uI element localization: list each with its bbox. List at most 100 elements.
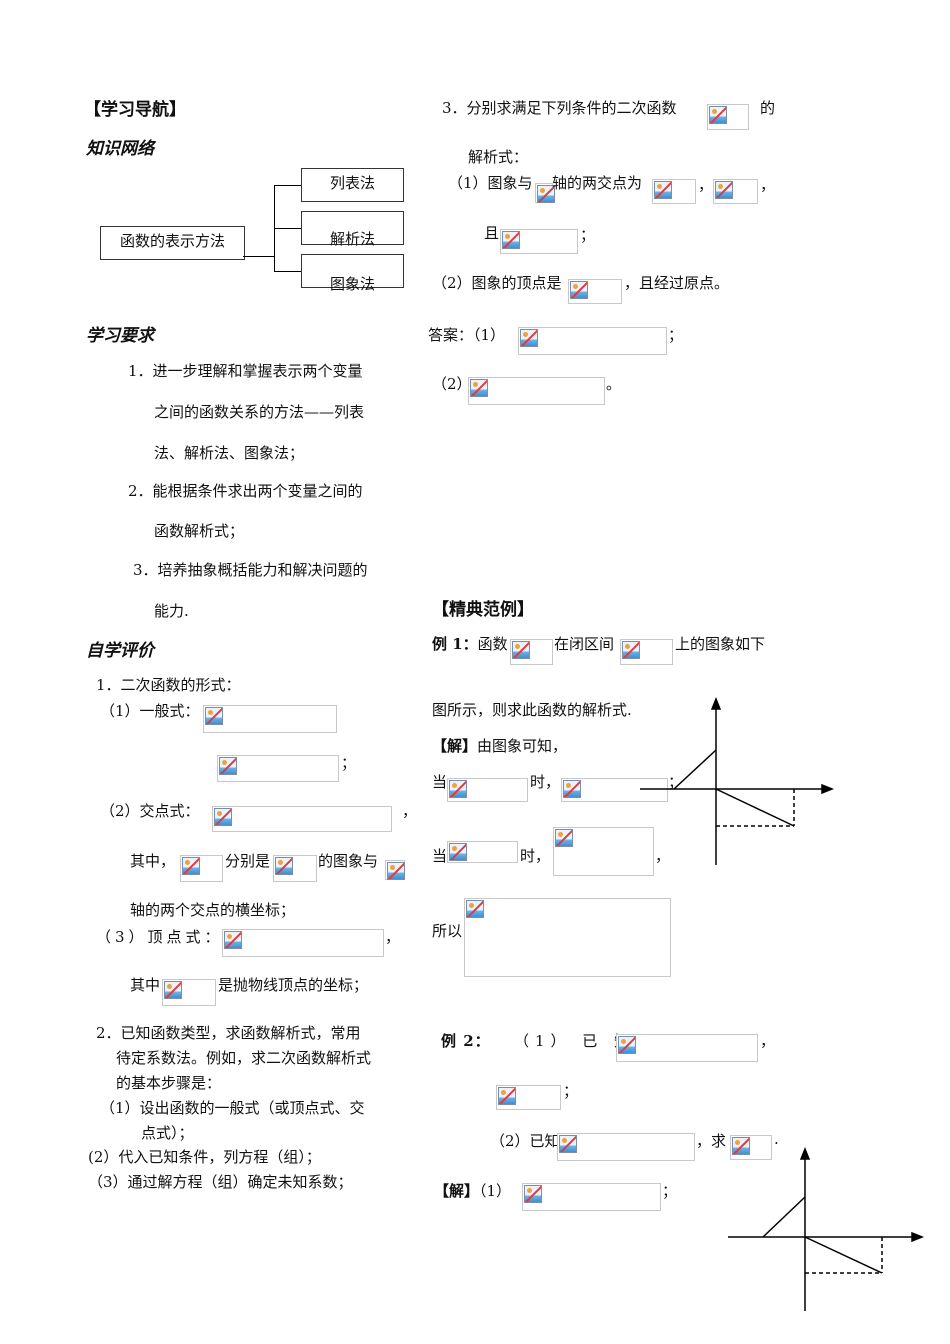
text-fragment: （1） 已 知 — [514, 1032, 636, 1050]
text-fragment: （1） — [479, 1182, 512, 1200]
punct: . — [774, 1130, 779, 1148]
text-fragment: 是抛物线顶点的坐标； — [218, 976, 369, 994]
text-fragment: ，且经过原点。 — [624, 274, 730, 292]
ex2-line: 例 2： — [441, 1030, 491, 1051]
punct: ； — [662, 1182, 678, 1200]
text-fragment: 的 — [760, 99, 776, 117]
nav-heading: 【学习导航】 — [84, 100, 186, 120]
formula-image-icon — [385, 860, 405, 880]
punct: ； — [563, 1082, 579, 1100]
q1-vertex-label: （3）顶点式： — [96, 928, 224, 946]
punct: ； — [580, 226, 596, 244]
graph-segment-right — [715, 788, 795, 827]
punct: ， — [760, 176, 776, 194]
formula-image-icon — [273, 855, 317, 882]
formula-image-icon — [212, 806, 392, 832]
self-eval-heading: 自学评价 — [86, 641, 154, 661]
req-line: 法、解析法、图象法； — [154, 444, 305, 462]
punct: ， — [698, 176, 714, 194]
formula-image-icon — [180, 855, 223, 882]
text-fragment: ，求 — [696, 1132, 727, 1150]
text-fragment: 的图象与 — [318, 852, 379, 870]
formula-image-icon — [447, 778, 528, 802]
q3-1-text: （1）图象与 — [448, 174, 533, 192]
branch-formula: 解析法 — [301, 211, 404, 248]
formula-image-icon — [561, 778, 668, 802]
formula-image-icon — [713, 179, 758, 204]
q3-text: 解析式： — [468, 148, 529, 166]
requirements-heading: 学习要求 — [86, 326, 154, 346]
req-line: 函数解析式； — [154, 522, 245, 540]
text-fragment: 且 — [484, 224, 500, 242]
step-line: (2）代入已知条件，列方程（组）； — [88, 1148, 321, 1166]
ex1-line: 图所示，则求此函数的解析式. — [432, 701, 632, 719]
punct: ， — [385, 928, 401, 946]
punct: ； — [341, 754, 357, 772]
formula-image-icon — [730, 1135, 772, 1160]
graph-segment-left — [762, 1196, 806, 1238]
ex1-line: 例 1：函数 — [432, 633, 508, 654]
q2-line: 2．已知函数类型，求函数解析式，常用 — [96, 1024, 361, 1042]
formula-image-icon — [620, 639, 673, 665]
formula-image-icon — [510, 639, 553, 665]
connector — [274, 228, 301, 229]
q3-2-text: （2）图象的顶点是 — [432, 274, 562, 292]
punct: 。 — [606, 375, 622, 393]
formula-image-icon — [447, 841, 518, 863]
network-root: 函数的表示方法 — [100, 226, 245, 260]
text-fragment: （2）已知 — [490, 1132, 560, 1150]
function-graph-2 — [728, 1146, 925, 1311]
punct: ， — [760, 1032, 776, 1050]
sol2-line: 【解】（1） — [434, 1180, 511, 1201]
ex1-label: 例 1： — [432, 635, 478, 653]
req-line: 之间的函数关系的方法——列表 — [154, 403, 365, 421]
text-fragment: 所以 — [432, 922, 463, 940]
text-fragment: 时， — [530, 773, 561, 791]
formula-image-icon — [522, 1183, 661, 1211]
formula-image-icon — [496, 1085, 561, 1110]
text-fragment: 由图象可知， — [477, 737, 568, 755]
text-fragment: 函数 — [477, 635, 508, 653]
q1-title: 1．二次函数的形式： — [96, 676, 241, 694]
formula-image-icon — [652, 179, 696, 204]
punct: ， — [402, 802, 418, 820]
text-fragment: 当 — [432, 773, 448, 791]
x-axis-arrow — [821, 783, 835, 795]
answer-label: 答案：（1） — [428, 326, 506, 344]
req-line: 3．培养抽象概括能力和解决问题的 — [133, 561, 368, 579]
text-fragment: 上的图象如下 — [675, 635, 766, 653]
q1-where: 其中， — [130, 852, 176, 870]
req-line: 1．进一步理解和掌握表示两个变量 — [128, 362, 363, 380]
formula-image-icon — [500, 229, 578, 254]
q1-axis-text: 轴的两个交点的横坐标； — [130, 901, 296, 919]
formula-image-icon — [616, 1034, 758, 1062]
sol-label: 【解】 — [432, 737, 478, 755]
q1-where2: 其中 — [130, 976, 161, 994]
step-line: （1）设出函数的一般式（或顶点式、交 — [100, 1099, 365, 1117]
formula-image-icon — [518, 327, 667, 355]
text-fragment: 轴的两交点为 — [552, 174, 643, 192]
formula-image-icon — [468, 377, 605, 405]
branch-table: 列表法 — [301, 168, 404, 202]
formula-image-icon — [217, 755, 339, 782]
graph-segment-left — [673, 749, 717, 790]
q2-line: 待定系数法。例如，求二次函数解析式 — [116, 1049, 372, 1067]
text-fragment: 分别是 — [225, 852, 271, 870]
example-heading: 【精典范例】 — [432, 600, 534, 620]
connector — [274, 271, 301, 272]
ex2-label: 例 2： — [441, 1032, 491, 1050]
formula-image-icon — [464, 898, 671, 977]
knowledge-heading: 知识网络 — [86, 139, 154, 159]
formula-image-icon — [203, 705, 337, 733]
req-line: 2．能根据条件求出两个变量之间的 — [128, 482, 363, 500]
graph-segment-right — [804, 1236, 883, 1274]
x-axis-arrow — [911, 1231, 925, 1243]
q1-intercept-label: （2）交点式： — [100, 802, 200, 820]
text-fragment: 当 — [432, 847, 448, 865]
q1-general-label: （1）一般式： — [100, 702, 200, 720]
punct: ， — [655, 847, 671, 865]
step-line: （3）通过解方程（组）确定未知系数； — [88, 1173, 353, 1191]
q2-line: 的基本步骤是： — [116, 1074, 222, 1092]
formula-image-icon — [222, 929, 384, 957]
formula-image-icon — [553, 827, 654, 876]
